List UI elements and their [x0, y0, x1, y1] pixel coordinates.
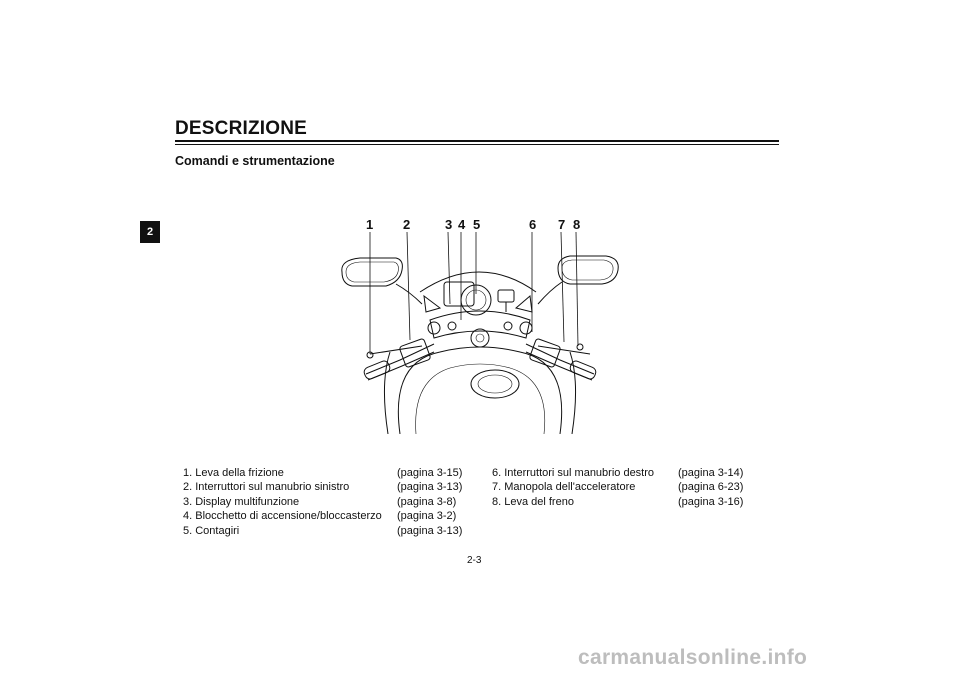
legend-item: 3. Display multifunzione (pagina 3-8) — [183, 495, 456, 509]
legend-label: 1. Leva della frizione — [183, 467, 284, 479]
callout-5: 5 — [473, 217, 481, 232]
legend-label: 7. Manopola dell'acceleratore — [492, 481, 636, 494]
page-title: DESCRIZIONE — [175, 118, 308, 139]
leader-lines — [369, 231, 579, 354]
legend-item: 2. Interruttori sul manubrio sinistro (p… — [183, 480, 462, 494]
section-subtitle: Comandi e strumentazione — [175, 154, 335, 168]
legend-item: 8. Leva del freno (pagina 3-16) — [492, 495, 743, 509]
legend-item: 6. Interruttori sul manubrio destro (pag… — [492, 466, 743, 480]
title-rule-thin — [175, 144, 779, 145]
callout-1: 1 — [366, 217, 374, 232]
legend-page-ref: (pagina 3-13) — [397, 524, 463, 537]
legend-left: 1. Leva della frizione (pagina 3-15) 2. … — [183, 466, 462, 538]
legend-page-ref: (pagina 6-23) — [678, 481, 744, 494]
legend-item: 7. Manopola dell'acceleratore (pagina 6-… — [492, 480, 743, 494]
chapter-tab: 2 — [140, 221, 160, 243]
watermark-text: carmanualsonline.info — [578, 646, 808, 669]
legend-page-ref: (pagina 3-13) — [397, 481, 463, 494]
legend-item: 4. Blocchetto di accensione/bloccasterzo… — [183, 509, 456, 523]
handlebar-illustration — [341, 231, 619, 434]
legend-right: 6. Interruttori sul manubrio destro (pag… — [492, 466, 743, 509]
title-rule — [175, 140, 779, 142]
callout-2: 2 — [403, 217, 411, 232]
callout-4: 4 — [458, 217, 466, 232]
callout-7: 7 — [558, 217, 566, 232]
legend-page-ref: (pagina 3-15) — [397, 467, 463, 479]
legend-label: 2. Interruttori sul manubrio sinistro — [183, 481, 350, 494]
callout-3: 3 — [445, 217, 453, 232]
callout-6: 6 — [529, 217, 537, 232]
legend-label: 3. Display multifunzione — [183, 495, 300, 508]
legend-page-ref: (pagina 3-2) — [397, 510, 457, 523]
legend-item: 5. Contagiri (pagina 3-13) — [183, 524, 462, 538]
legend-page-ref: (pagina 3-14) — [678, 467, 744, 479]
legend-page-ref: (pagina 3-8) — [397, 495, 457, 508]
legend-label: 6. Interruttori sul manubrio destro — [492, 467, 655, 479]
page-number: 2-3 — [467, 555, 482, 566]
legend-item: 1. Leva della frizione (pagina 3-15) — [183, 466, 462, 480]
legend-page-ref: (pagina 3-16) — [678, 495, 744, 508]
legend-label: 4. Blocchetto di accensione/bloccasterzo — [183, 510, 382, 523]
legend-label: 5. Contagiri — [183, 524, 240, 537]
legend-label: 8. Leva del freno — [492, 495, 574, 508]
callout-8: 8 — [573, 217, 581, 232]
